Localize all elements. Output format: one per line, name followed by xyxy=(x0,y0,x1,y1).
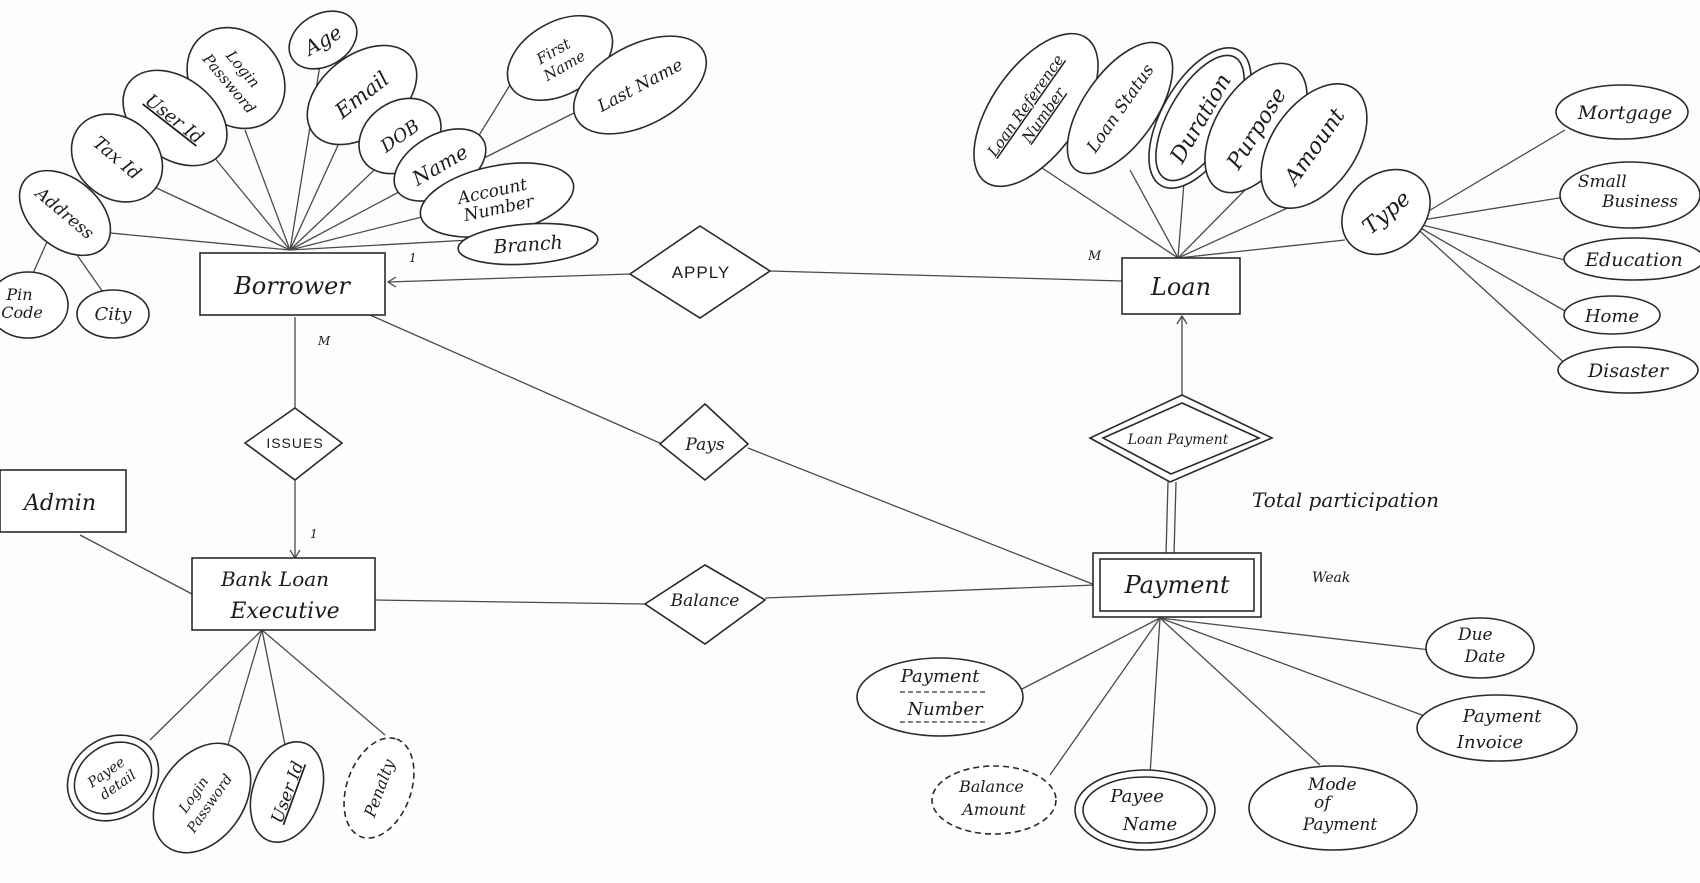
attr-balance-amount-derived: Balance Amount xyxy=(931,765,1057,835)
relationship-balance: Balance xyxy=(643,564,767,645)
attr-account-number: Account Number xyxy=(419,162,575,238)
attr-type-education: Education xyxy=(1563,237,1700,281)
note-weak: Weak xyxy=(1312,570,1350,586)
entity-label: Admin xyxy=(22,491,96,516)
svg-text:Due Date: Due Date xyxy=(1457,625,1505,667)
attr-tax-id: Tax Id xyxy=(70,113,164,203)
attr-exec-user-id-key: User Id xyxy=(249,740,325,844)
svg-text:Small Business: Small Business xyxy=(1578,172,1678,212)
relationship-apply: APPLY xyxy=(628,225,772,319)
entity-loan: Loan xyxy=(1121,257,1241,315)
attr-payee-name-multivalued: Payee Name xyxy=(1074,769,1216,851)
entity-borrower: Borrower xyxy=(199,252,386,316)
attr-age: Age xyxy=(288,10,358,70)
entity-label: Loan xyxy=(1150,273,1211,301)
connector-lines xyxy=(29,64,1573,776)
cardinality-loan-apply: M xyxy=(1087,249,1102,264)
relationship-loan-payment-identifying: Loan Payment xyxy=(1088,394,1274,483)
attr-payment-number-partial-key: Payment Number xyxy=(856,657,1024,737)
svg-text:Home: Home xyxy=(1584,306,1639,327)
relationship-pays: Pays xyxy=(658,402,750,482)
attr-type-disaster: Disaster xyxy=(1557,346,1699,394)
svg-text:Payee Name: Payee Name xyxy=(1109,786,1177,835)
svg-text:Branch: Branch xyxy=(492,232,564,259)
svg-text:Pin Code: Pin Code xyxy=(1,285,43,322)
relationship-label: ISSUES xyxy=(266,435,323,451)
entity-label-line-2: Executive xyxy=(229,599,339,624)
attr-branch: Branch xyxy=(457,222,599,266)
entity-label-line-1: Bank Loan xyxy=(220,567,329,591)
relationship-label: APPLY xyxy=(672,263,731,282)
attr-amount: Amount xyxy=(1260,83,1368,209)
relationship-issues: ISSUES xyxy=(243,407,344,482)
attr-last-name: Last Name xyxy=(572,35,708,135)
relationship-label: Pays xyxy=(684,435,724,455)
attr-type: Type xyxy=(1341,168,1431,256)
attr-type-mortgage: Mortgage xyxy=(1555,84,1689,140)
attr-exec-login-password: Login Password xyxy=(152,742,252,854)
svg-text:Mortgage: Mortgage xyxy=(1577,102,1673,124)
attr-mode-of-payment: Mode of Payment xyxy=(1248,765,1418,851)
svg-text:Education: Education xyxy=(1584,249,1683,271)
entity-bank-loan-executive: Bank Loan Executive xyxy=(191,557,376,631)
svg-text:Mode of Payment: Mode of Payment xyxy=(1302,775,1378,835)
cardinality-borrower-issues: M xyxy=(317,334,331,348)
svg-text:Payment Invoice: Payment Invoice xyxy=(1456,706,1547,753)
entity-label: Payment xyxy=(1124,571,1230,599)
attr-due-date: Due Date xyxy=(1425,617,1535,679)
entity-payment-weak: Payment xyxy=(1092,552,1262,618)
relationship-label: Loan Payment xyxy=(1127,432,1229,448)
attr-type-small-business: Small Business xyxy=(1559,161,1700,229)
attr-type-home: Home xyxy=(1563,295,1661,335)
attr-payment-invoice: Payment Invoice xyxy=(1416,694,1578,762)
svg-text:Payment Number: Payment Number xyxy=(900,666,985,720)
entity-label: Borrower xyxy=(233,272,351,300)
cardinality-borrower-apply: 1 xyxy=(409,251,417,265)
cardinality-executive-issues: 1 xyxy=(310,527,318,541)
relationship-label: Balance xyxy=(670,591,740,611)
attr-penalty-derived: Penalty xyxy=(343,737,415,839)
entity-admin: Admin xyxy=(0,469,127,533)
attr-pin-code: Pin Code xyxy=(0,271,69,339)
svg-text:City: City xyxy=(95,304,133,325)
attr-city: City xyxy=(76,289,150,339)
svg-text:Balance Amount: Balance Amount xyxy=(958,777,1029,819)
attr-address-composite: Address xyxy=(18,169,112,257)
attr-payee-detail-multivalued: Payee detail xyxy=(66,734,160,822)
svg-text:Disaster: Disaster xyxy=(1587,360,1670,382)
note-total-participation: Total participation xyxy=(1252,488,1439,512)
